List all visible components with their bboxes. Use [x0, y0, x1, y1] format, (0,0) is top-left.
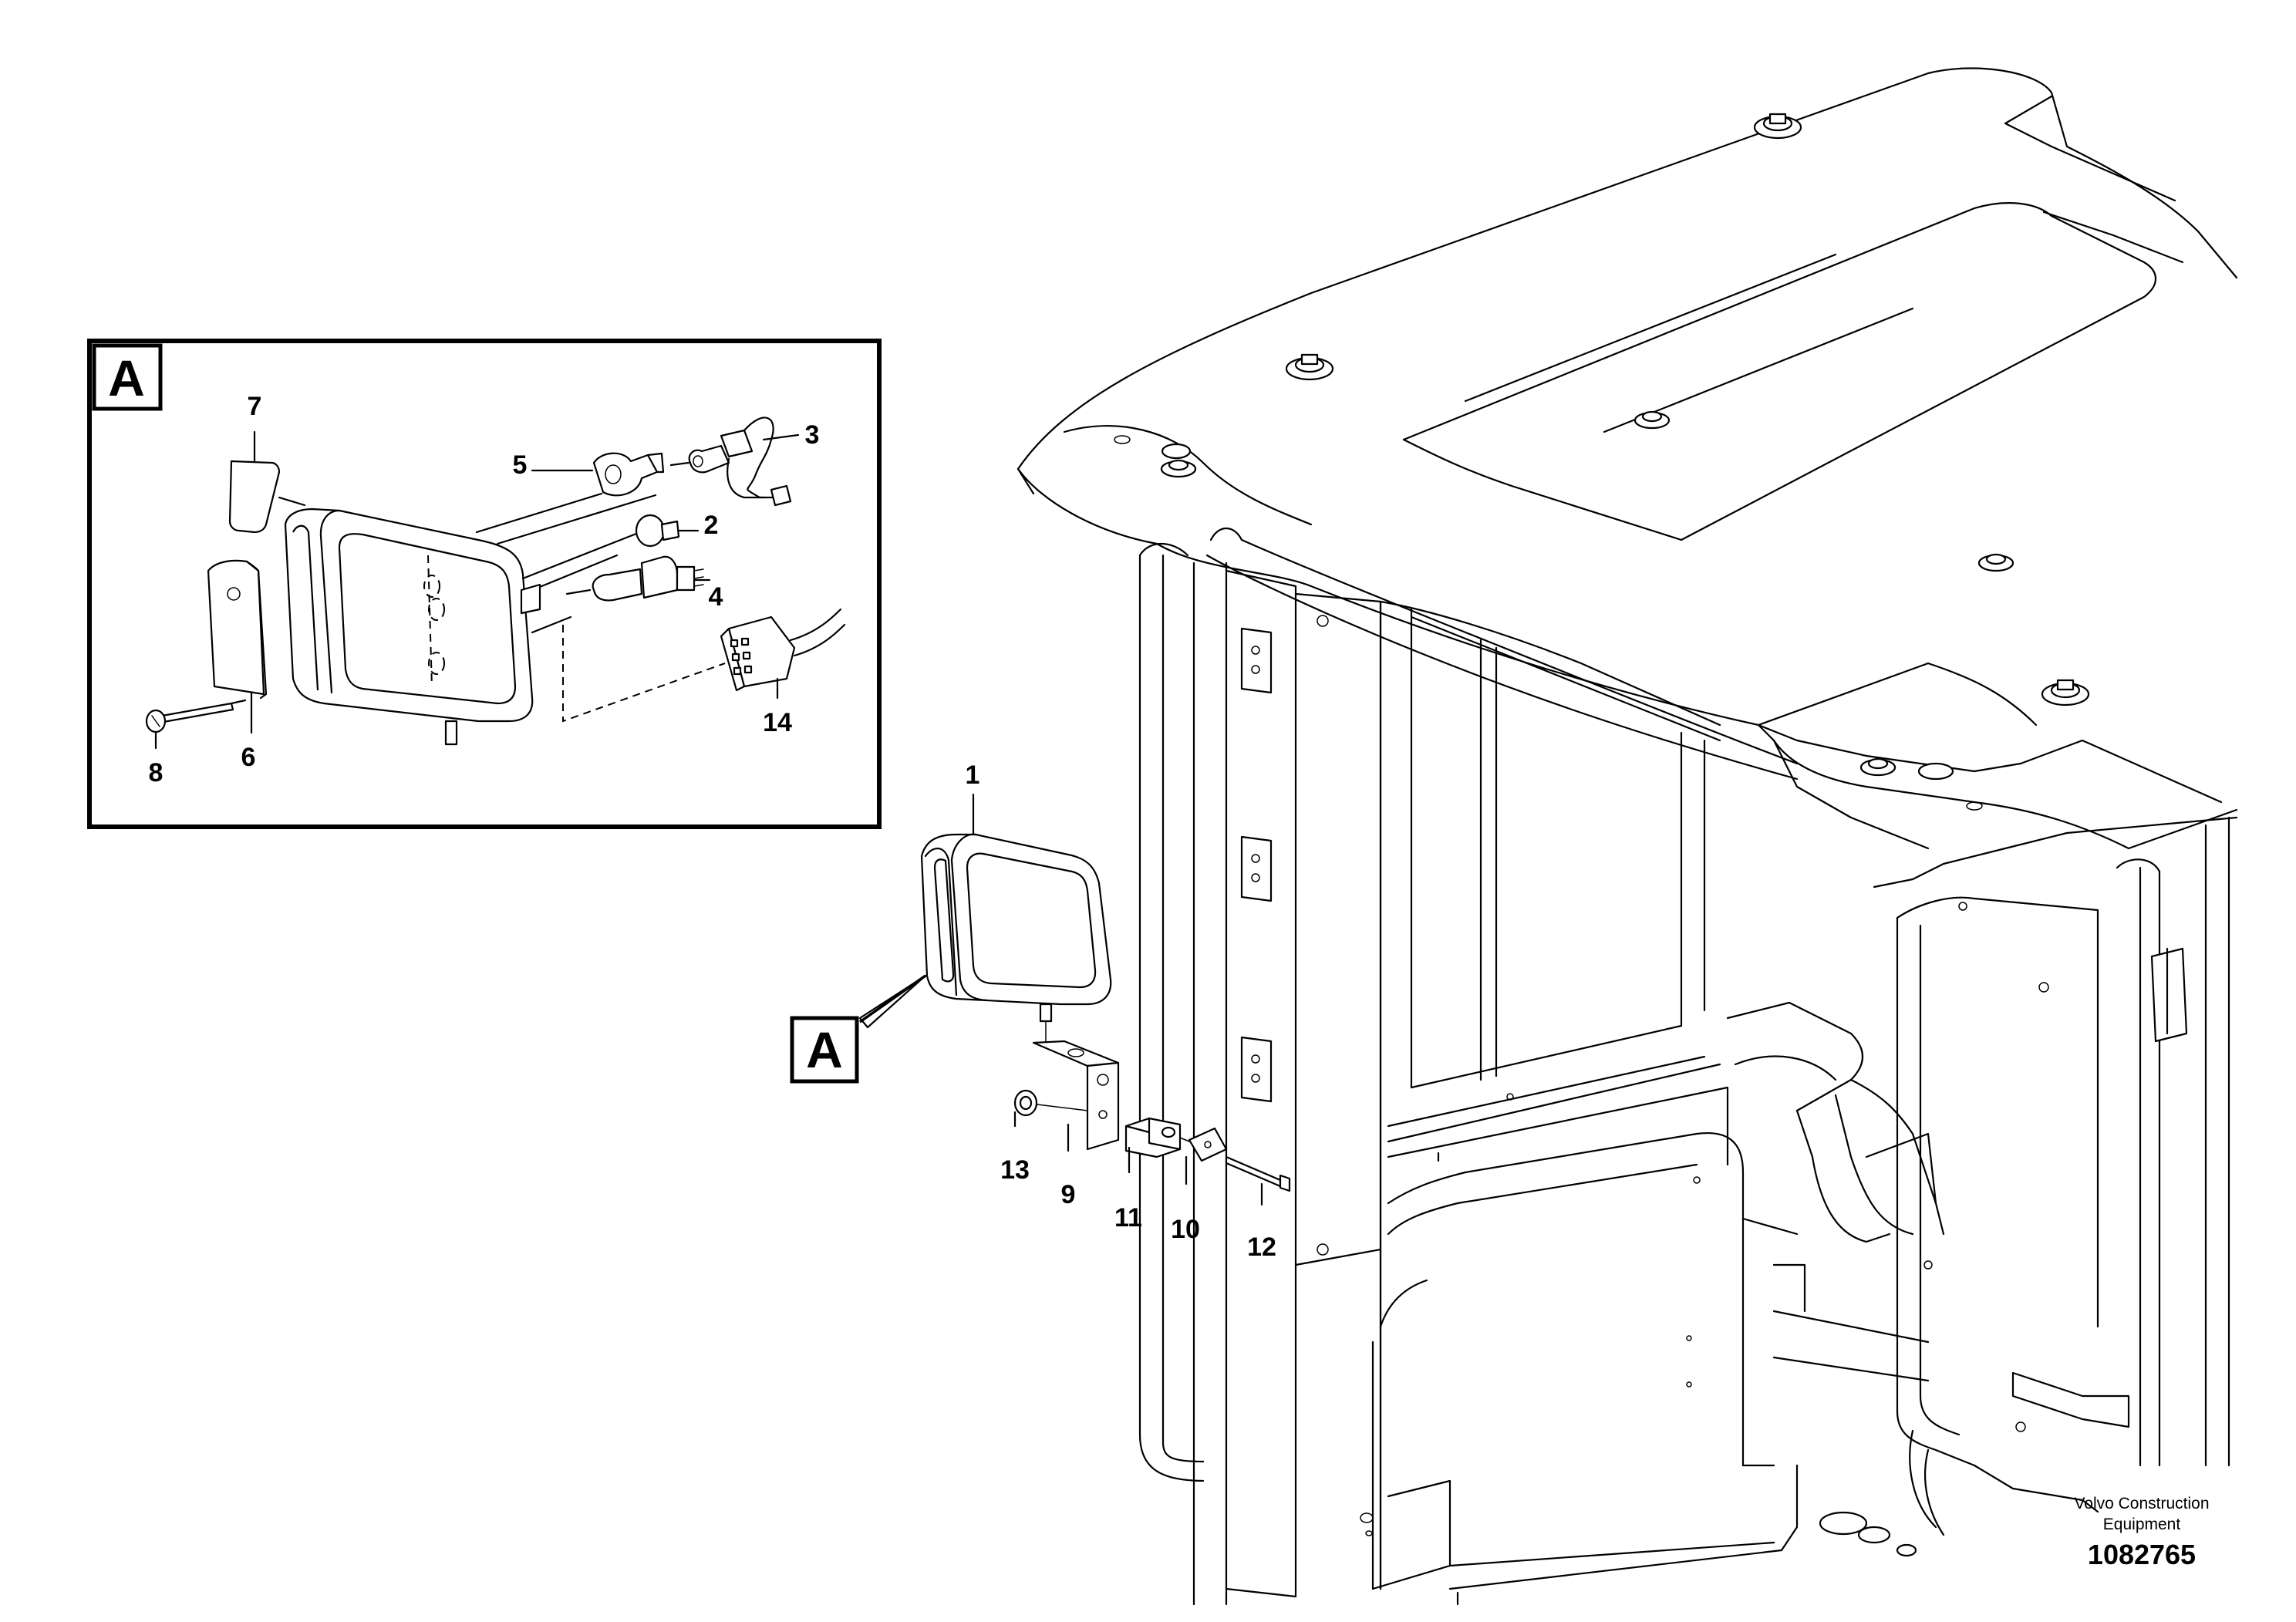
roof-bolt: [1285, 353, 1334, 381]
callout-4: 4: [709, 582, 723, 612]
roof-bolt: [1753, 113, 1802, 140]
bulb-5: [592, 452, 665, 497]
callout-leaders: [972, 793, 1263, 1206]
clamp: [1124, 1117, 1182, 1158]
clamp-plate: [1188, 1127, 1228, 1162]
bulb-3: [688, 416, 792, 507]
credit-block: Volvo Construction Equipment 1082765: [2074, 1495, 2209, 1570]
work-lamp-assembly: [858, 833, 1291, 1192]
roof-bolt: [2041, 679, 2090, 706]
connector: [720, 608, 846, 692]
bulb-4: [592, 555, 704, 602]
callout-14: 14: [763, 708, 792, 737]
view-marker-a: A: [790, 1016, 859, 1084]
detail-view-a: A: [87, 339, 882, 829]
callout-labels: 1 2 3 4 5 6 7 8 9 10 11 12 13 14: [149, 392, 1276, 1262]
document-number: 1082765: [2088, 1539, 2196, 1570]
work-lamp: [920, 833, 1112, 1023]
detail-lamp-housing: [284, 508, 534, 746]
side-cover: [207, 559, 268, 700]
bolt: [1225, 1155, 1291, 1192]
roof-bolt: [1160, 459, 1197, 478]
credit-line-2: Equipment: [2103, 1516, 2181, 1533]
callout-3: 3: [805, 420, 820, 450]
credit-line-1: Volvo Construction: [2074, 1495, 2209, 1512]
screw: [145, 702, 234, 733]
view-marker-label: A: [806, 1021, 843, 1078]
roof-bolt: [1859, 757, 1896, 777]
bulb-2: [635, 514, 680, 548]
callout-8: 8: [149, 758, 164, 787]
callout-9: 9: [1061, 1180, 1076, 1209]
lens: [228, 460, 281, 534]
callout-6: 6: [241, 743, 256, 772]
callout-7: 7: [248, 392, 262, 421]
callout-13: 13: [1000, 1155, 1030, 1185]
roof-bolt: [1633, 410, 1671, 430]
hinge-block: [1240, 835, 1273, 902]
callout-10: 10: [1171, 1215, 1200, 1244]
detail-view-label: A: [108, 349, 145, 406]
nut: [1013, 1089, 1038, 1117]
callout-2: 2: [704, 511, 719, 540]
callout-1: 1: [966, 760, 980, 790]
hinge-block: [1240, 627, 1273, 694]
mounting-bracket: [1032, 1021, 1120, 1151]
roof-bolt: [1977, 553, 2014, 572]
callout-11: 11: [1114, 1203, 1142, 1233]
cab-structure: [1017, 67, 2238, 1606]
callout-5: 5: [513, 450, 528, 480]
hinge-block: [1240, 1036, 1273, 1103]
callout-12: 12: [1247, 1233, 1276, 1262]
